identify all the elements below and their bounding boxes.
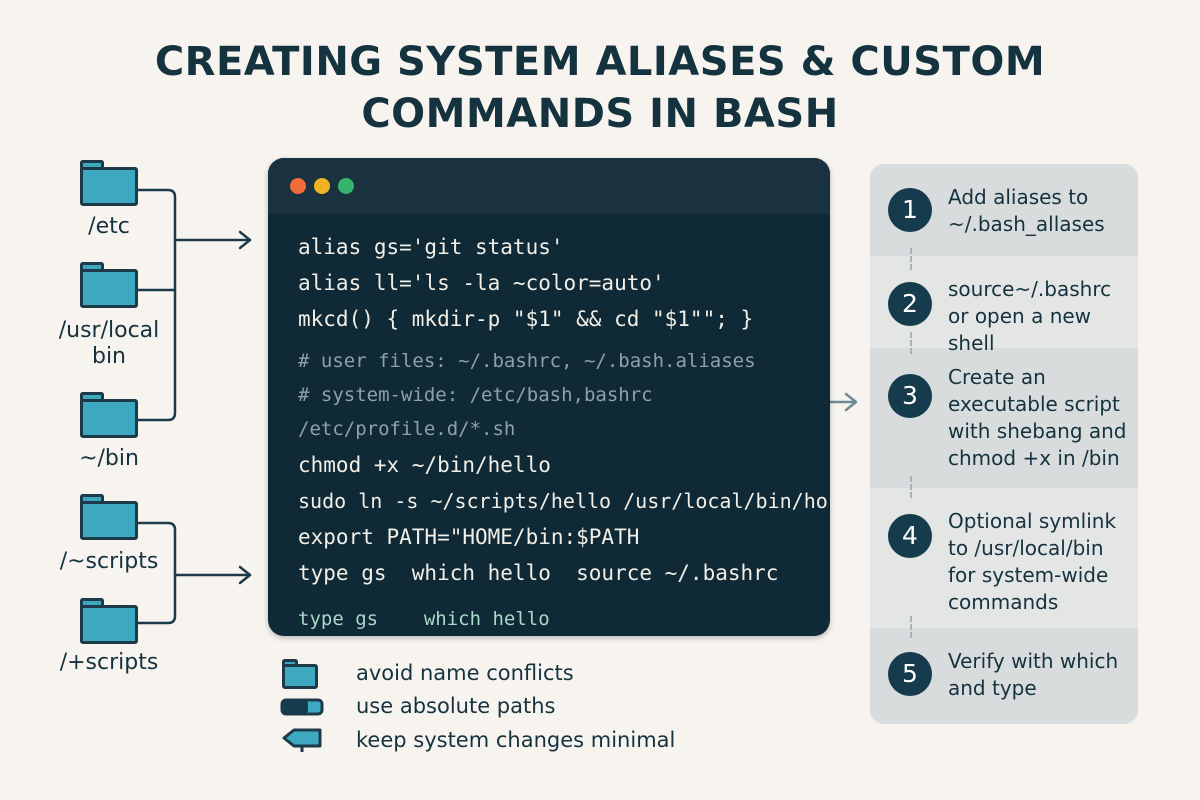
code-comment: /etc/profile.d/*.sh — [298, 418, 516, 440]
step-connector — [910, 248, 912, 270]
step-2-number: 2 — [888, 282, 932, 326]
bracket-bottom — [136, 521, 177, 625]
step-4-text: Optional symlink to /usr/local/bin for s… — [948, 509, 1117, 614]
step-connector — [910, 616, 912, 638]
step-3-number: 3 — [888, 374, 932, 418]
code-line: sudo ln -s ~/scripts/hello /usr/local/bi… — [298, 489, 828, 513]
code-line: chmod +x ~/bin/hello — [298, 453, 551, 477]
folder-label-etc: /etc — [88, 214, 130, 239]
folder-label-home-bin: ~/bin — [79, 446, 139, 471]
code-comment: # system-wide: /etc/bash,bashrc — [298, 384, 653, 406]
code-line: mkcd() { mkdir-p "$1" && cd "$1""; } — [298, 307, 754, 331]
step-1-number: 1 — [888, 188, 932, 232]
folder-icon — [80, 160, 138, 206]
arrow-top-head — [238, 230, 252, 250]
folder-icon — [80, 392, 138, 438]
maximize-dot-icon — [338, 178, 354, 194]
folder-label-scripts-2: /+scripts — [59, 650, 159, 675]
step-2-text: source~/.bashrc or open a new shell — [948, 277, 1112, 355]
step-4-number: 4 — [888, 514, 932, 558]
step-5-number: 5 — [888, 652, 932, 696]
folder-icon — [80, 494, 138, 540]
signpost-icon — [282, 728, 322, 752]
tip-minimal-changes: keep system changes minimal — [356, 728, 676, 752]
code-line: type gs which hello — [298, 608, 550, 630]
folder-icon — [80, 262, 138, 308]
code-line: type gs which hello source ~/.bashrc — [298, 561, 779, 585]
step-band — [870, 348, 1138, 488]
path-bar-icon — [280, 698, 324, 716]
page-title: CREATING SYSTEM ALIASES & CUSTOM COMMAND… — [0, 36, 1200, 140]
tip-absolute-paths: use absolute paths — [356, 694, 556, 718]
folder-label-usr-local: /usr/local — [58, 318, 160, 343]
folder-label-scripts-1: /~scripts — [59, 549, 159, 574]
step-5-text: Verify with which and type — [948, 649, 1119, 700]
folder-icon — [80, 598, 138, 644]
steps-panel: 1 Add aliases to ~/.bash_allases 2 sourc… — [870, 164, 1138, 724]
terminal-window: alias gs='git status' alias ll='ls -la ~… — [268, 158, 830, 636]
step-1-text: Add aliases to ~/.bash_allases — [948, 185, 1105, 236]
step-connector — [910, 476, 912, 498]
title-line-2: COMMANDS IN BASH — [361, 91, 839, 137]
step-connector — [910, 332, 912, 354]
bracket-top — [136, 188, 177, 422]
minimize-dot-icon — [314, 178, 330, 194]
close-dot-icon — [290, 178, 306, 194]
code-line: alias ll='ls -la ~color=auto' — [298, 271, 665, 295]
code-comment: # user files: ~/.bashrc, ~/.bash.aliases — [298, 350, 756, 372]
terminal-title-bar — [268, 158, 830, 214]
tip-avoid-conflicts: avoid name conflicts — [356, 661, 574, 685]
step-3-text: Create an executable script with shebang… — [948, 365, 1127, 470]
folder-icon — [282, 659, 318, 689]
title-line-1: CREATING SYSTEM ALIASES & CUSTOM — [154, 39, 1046, 85]
arrow-bottom-head — [238, 565, 252, 585]
code-line: alias gs='git status' — [298, 235, 564, 259]
code-line: export PATH="HOME/bin:$PATH — [298, 525, 640, 549]
folder-label-bin: bin — [91, 344, 127, 369]
arrow-terminal-to-steps-head — [844, 392, 858, 412]
